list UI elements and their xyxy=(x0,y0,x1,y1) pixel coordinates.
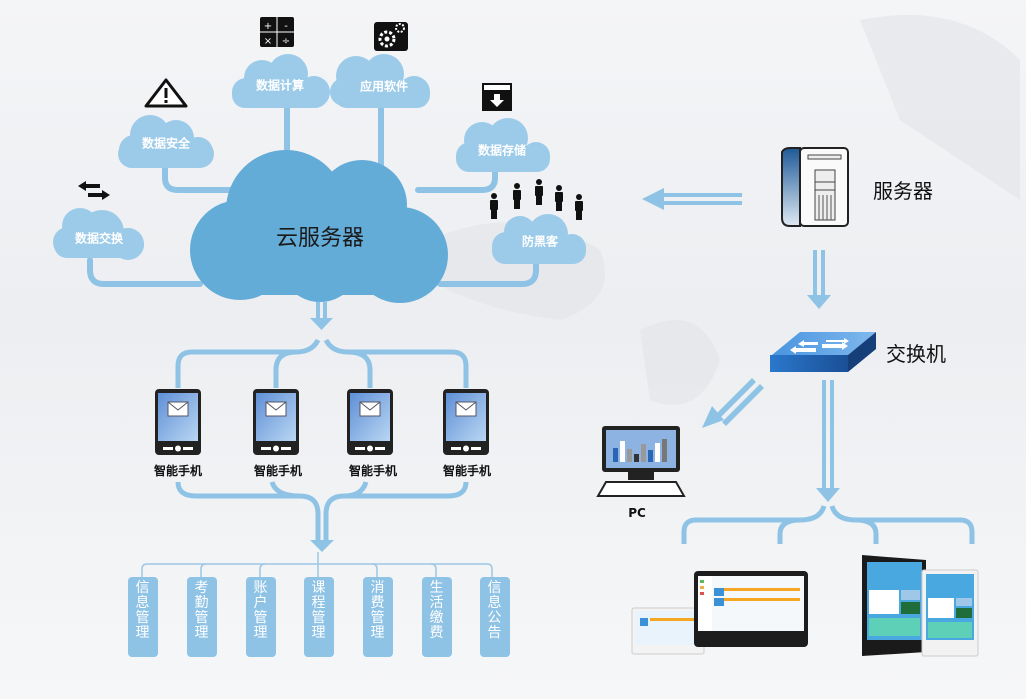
gears-icon xyxy=(374,22,408,51)
modules-distribution-lines xyxy=(141,552,493,577)
terminal-device-small-white xyxy=(631,607,705,655)
smartphone-icon xyxy=(253,389,299,455)
module-consumption-management: 消费管理 xyxy=(363,577,393,657)
phones-merge-lines xyxy=(175,481,469,540)
satellite-label-data-security: 数据安全 xyxy=(141,136,191,151)
calculator-icon: + - × ÷ xyxy=(260,17,294,47)
satellite-label-anti-hacker: 防黑客 xyxy=(521,234,559,249)
satellite-cloud-data-exchange xyxy=(53,208,144,260)
pc-label: PC xyxy=(628,506,646,520)
phones-distribution-lines xyxy=(175,338,469,388)
satellite-cloud-data-storage xyxy=(456,118,550,172)
swap-arrows-icon xyxy=(78,181,110,200)
module-attendance-management: 考勤管理 xyxy=(187,577,217,657)
satellite-label-data-storage: 数据存储 xyxy=(477,143,527,158)
arrow-cloud-to-phones xyxy=(310,302,333,330)
satellite-cloud-data-security xyxy=(118,115,214,168)
satellite-label-app-software: 应用软件 xyxy=(359,79,409,94)
arrow-switch-to-terminals xyxy=(816,380,840,502)
arrow-switch-to-pc xyxy=(702,378,764,428)
svg-text:÷: ÷ xyxy=(282,36,290,47)
svg-text:×: × xyxy=(264,36,272,47)
pc-icon xyxy=(596,426,686,497)
smartphone-icon xyxy=(443,389,489,455)
module-account-management: 账户管理 xyxy=(246,577,276,657)
satellite-label-data-exchange: 数据交换 xyxy=(74,231,124,246)
satellite-cloud-app-software xyxy=(330,54,430,108)
cloud-server-label: 云服务器 xyxy=(275,226,365,251)
warning-icon xyxy=(144,78,188,108)
satellite-label-data-computing: 数据计算 xyxy=(255,78,305,93)
phone-label: 智能手机 xyxy=(348,464,398,478)
terminal-device-tablet-white xyxy=(921,569,979,657)
module-utility-payment: 生活缴费 xyxy=(422,577,452,657)
satellite-cloud-anti-hacker xyxy=(492,214,586,264)
module-course-management: 课程管理 xyxy=(304,577,334,657)
cloud-connectors xyxy=(87,105,539,287)
module-info-management: 信息管理 xyxy=(128,577,158,657)
svg-text:-: - xyxy=(284,21,288,32)
phone-label: 智能手机 xyxy=(153,464,203,478)
terminal-device-large-black xyxy=(694,571,808,647)
download-box-icon xyxy=(482,83,512,111)
phone-label: 智能手机 xyxy=(442,464,492,478)
switch-icon xyxy=(770,332,876,372)
server-label: 服务器 xyxy=(873,179,933,203)
server-icon xyxy=(781,147,849,227)
arrow-phones-to-modules xyxy=(310,540,334,552)
cloud-server xyxy=(190,150,448,303)
people-icon xyxy=(490,179,583,220)
arrow-server-to-switch xyxy=(807,250,831,309)
switch-label: 交换机 xyxy=(886,342,946,366)
satellite-cloud-data-computing xyxy=(232,54,330,108)
smartphone-icon xyxy=(155,389,201,455)
phone-label: 智能手机 xyxy=(253,464,303,478)
module-info-announcement: 信息公告 xyxy=(480,577,510,657)
terminals-distribution-lines xyxy=(681,505,975,544)
terminal-device-tablet-black xyxy=(862,555,926,656)
svg-text:+: + xyxy=(264,21,272,32)
arrow-server-to-cloud xyxy=(642,188,742,210)
smartphone-icon xyxy=(347,389,393,455)
